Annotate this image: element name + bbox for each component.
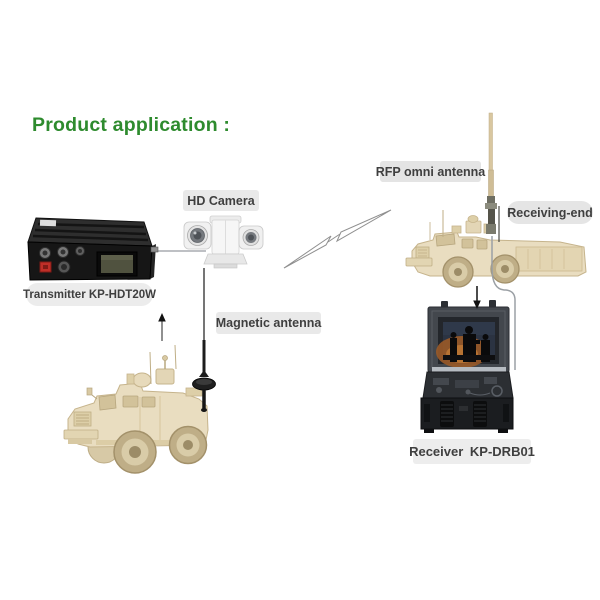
hd-camera-illustration <box>183 215 264 269</box>
right-vehicle-illustration <box>405 210 587 288</box>
omni-antenna-illustration <box>485 112 500 242</box>
label-receiver: Receiver KP-DRB01 <box>409 439 535 464</box>
receiver-screen-image <box>436 322 495 368</box>
label-transmitter: Transmitter KP-HDT20W <box>23 283 156 306</box>
label-magnetic-antenna: Magnetic antenna <box>216 312 321 334</box>
label-receiving-end: Receiving-end <box>507 201 593 224</box>
wireless-bolt-icon <box>283 209 392 269</box>
left-vehicle-illustration <box>63 344 209 474</box>
down-arrow-icon <box>473 286 481 309</box>
magnetic-antenna-illustration <box>192 268 216 412</box>
label-rfp-omni-antenna: RFP omni antenna <box>376 161 485 182</box>
antenna-cable-line <box>491 236 516 370</box>
page-title: Product application : <box>32 114 231 136</box>
label-hd-camera: HD Camera <box>183 190 259 211</box>
receiver-case-illustration <box>420 300 514 433</box>
transmitter-illustration <box>27 217 159 281</box>
up-arrow-icon <box>158 313 166 341</box>
